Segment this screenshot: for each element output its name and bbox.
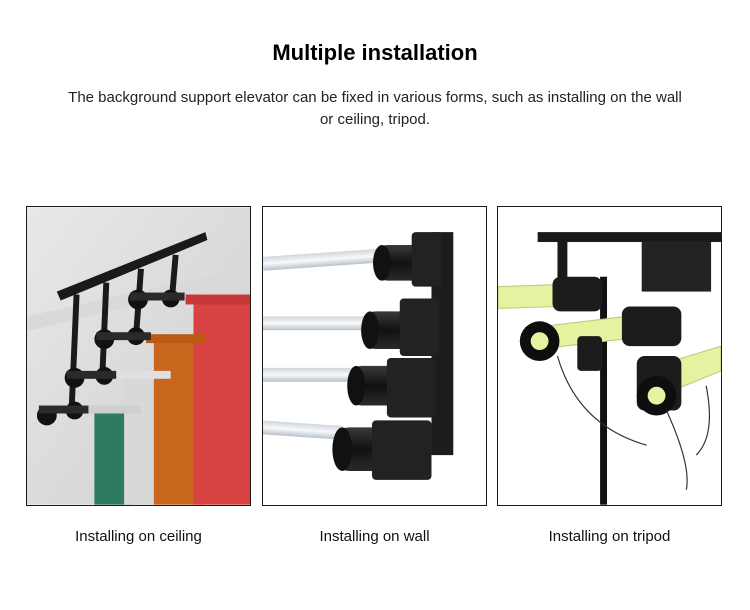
section-description: The background support elevator can be f… [68,89,682,128]
ceiling-mount-image [26,206,251,506]
section-title: Multiple installation [272,40,478,65]
caption-tripod: Installing on tripod [548,528,671,545]
tripod-mount-image [497,206,722,506]
caption-ceiling: Installing on ceiling [75,528,202,545]
caption-wall: Installing on wall [319,528,430,545]
wall-mount-image [262,206,487,506]
